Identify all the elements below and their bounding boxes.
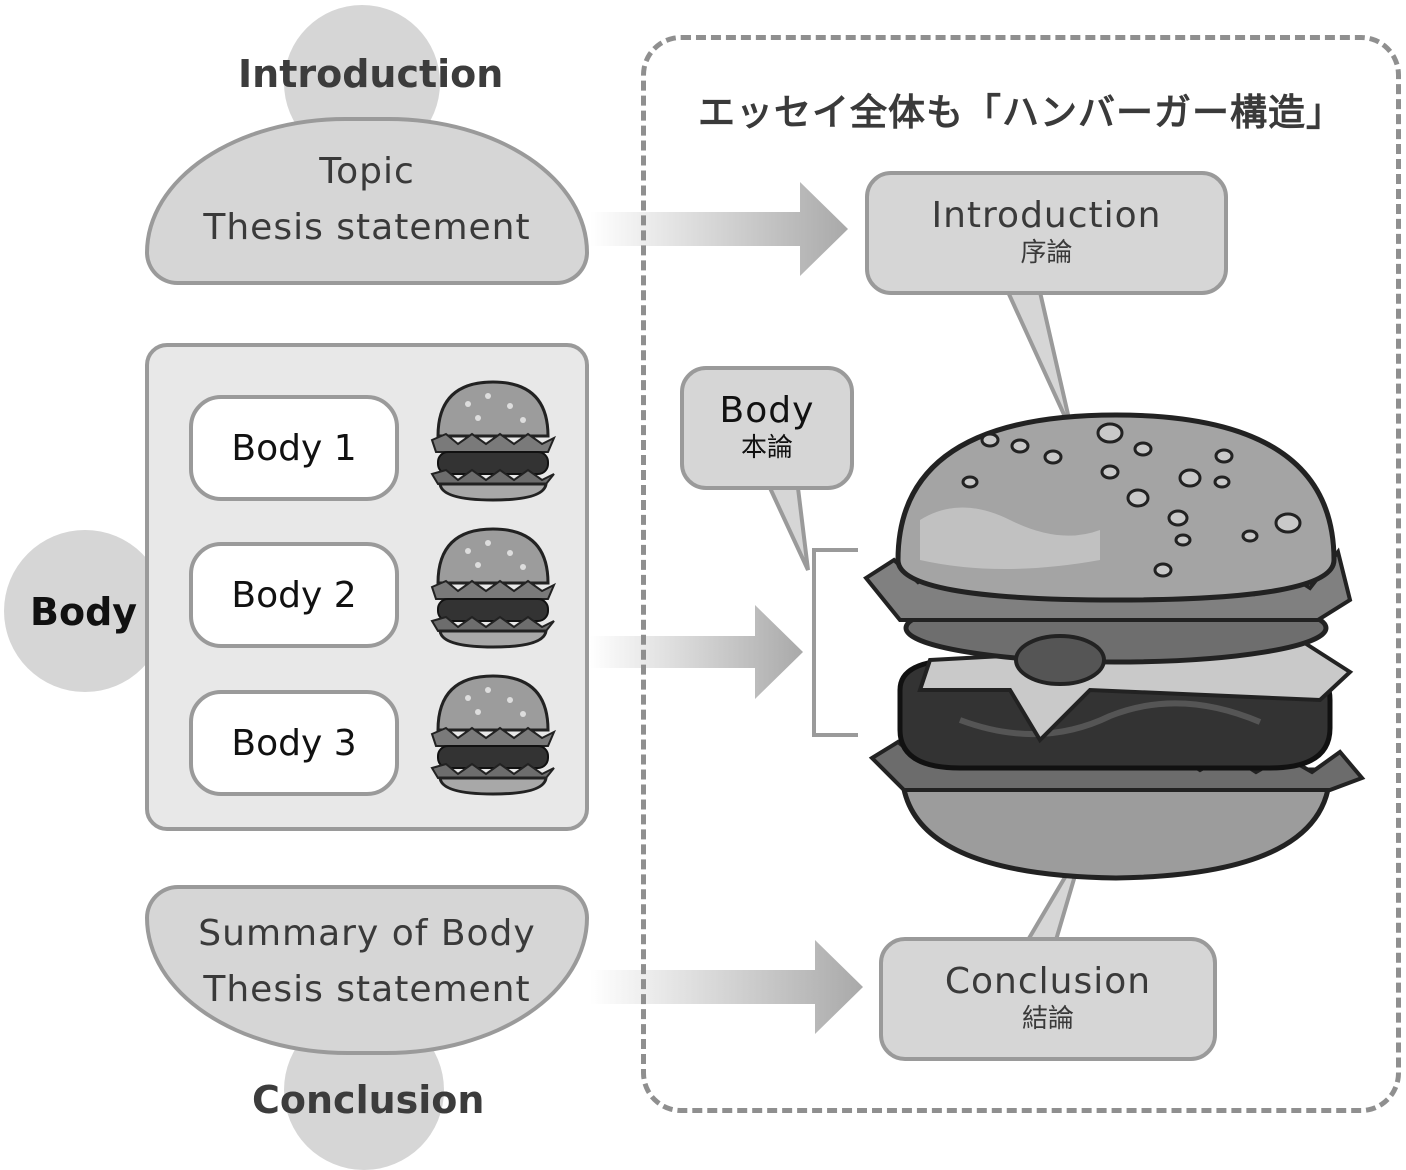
body-1-box: Body 1: [189, 395, 399, 501]
introduction-label: Introduction: [238, 52, 504, 96]
conclusion-callout: Conclusion 結論: [879, 937, 1217, 1061]
conclusion-callout-jp: 結論: [1021, 1003, 1074, 1034]
intro-callout-jp: 序論: [1020, 237, 1073, 268]
body-circle: [4, 530, 166, 692]
body-3-box: Body 3: [189, 690, 399, 796]
intro-arrow: [590, 182, 848, 276]
essay-structure-frame: [641, 35, 1401, 1113]
sesame-seeds: [961, 422, 1302, 578]
intro-topic-text: Topic: [319, 151, 415, 192]
body-label: Body: [30, 590, 138, 634]
conclusion-arrow: [590, 940, 863, 1034]
intro-thesis-text: Thesis statement: [203, 207, 531, 248]
body-bracket: [812, 548, 858, 737]
bottom-bun: [899, 767, 1333, 881]
body-arrow: [590, 605, 803, 699]
intro-callout-en: Introduction: [931, 195, 1162, 237]
body-callout: Body 本論: [680, 366, 854, 490]
body-2-box: Body 2: [189, 542, 399, 648]
conclusion-label: Conclusion: [252, 1078, 485, 1122]
top-bun: [895, 412, 1337, 603]
essay-structure-title: エッセイ全体も「ハンバーガー構造」: [698, 91, 1344, 134]
small-burger-icon-1: [430, 380, 556, 502]
body-callout-jp: 本論: [740, 432, 793, 463]
conclusion-thesis-text: Thesis statement: [203, 969, 531, 1010]
conclusion-summary-text: Summary of Body: [198, 913, 536, 954]
intro-callout: Introduction 序論: [865, 171, 1228, 295]
body-callout-tail: [766, 486, 810, 571]
body-callout-en: Body: [719, 390, 815, 432]
conclusion-callout-en: Conclusion: [944, 961, 1152, 1003]
intro-callout-tail: [1004, 290, 1074, 433]
